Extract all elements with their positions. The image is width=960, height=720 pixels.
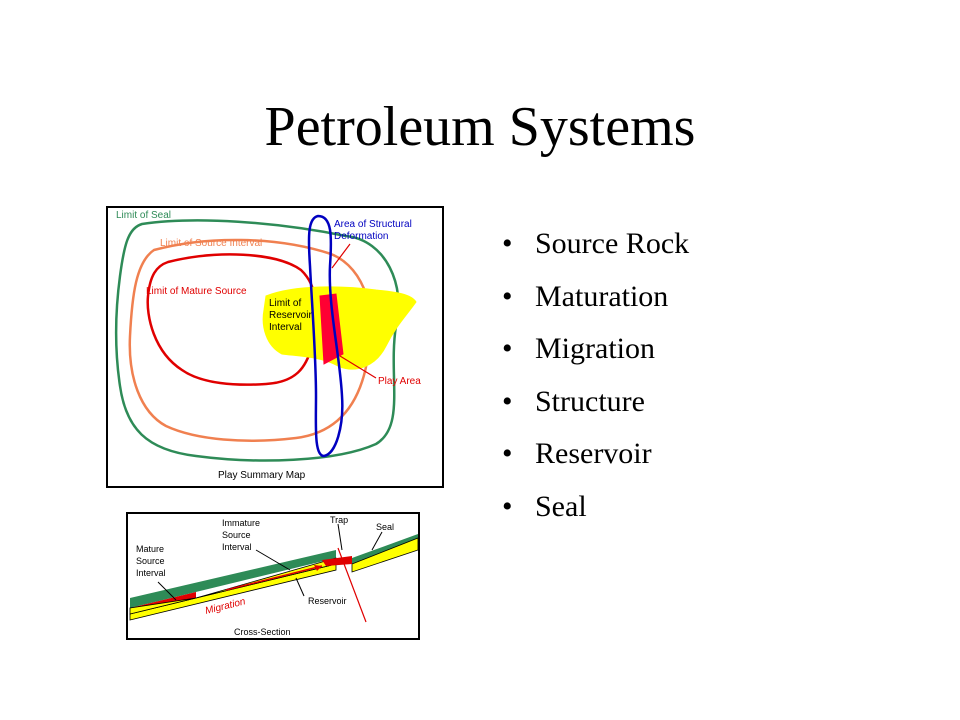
bullet-icon: • xyxy=(502,437,513,470)
bullet-item: • Source Rock xyxy=(500,218,689,271)
structure-leader-line xyxy=(331,243,351,269)
play-area-leader-line xyxy=(339,355,377,379)
bullet-text: Migration xyxy=(535,332,655,365)
mature-label-line3: Interval xyxy=(136,568,166,578)
bullet-item: • Reservoir xyxy=(500,428,689,481)
bullet-item: • Structure xyxy=(500,376,689,429)
reservoir-leader-line xyxy=(295,577,305,597)
bullet-text: Source Rock xyxy=(535,227,690,260)
limit-of-mature-source-label: Limit of Mature Source xyxy=(146,286,247,297)
mature-leader-line xyxy=(157,581,177,601)
bullet-item: • Maturation xyxy=(500,271,689,324)
migration-arrow xyxy=(225,565,323,591)
reservoir-label: Reservoir xyxy=(308,596,347,606)
structural-label-line1: Area of Structural xyxy=(334,219,412,230)
map-caption: Play Summary Map xyxy=(218,470,306,481)
cross-section-diagram: Immature Source Interval Trap Seal Matur… xyxy=(126,512,420,640)
bullet-item: • Seal xyxy=(500,481,689,534)
limit-of-source-interval-contour xyxy=(128,238,373,442)
play-summary-map: Limit of Seal Limit of Source Interval L… xyxy=(106,206,444,488)
immature-label-line1: Immature xyxy=(222,518,260,528)
immature-leader-line xyxy=(255,549,291,571)
seal-leader-line xyxy=(371,531,383,551)
bullet-text: Reservoir xyxy=(535,437,652,470)
limit-of-source-interval-label: Limit of Source Interval xyxy=(160,238,262,249)
fault-line xyxy=(337,547,367,623)
migration-arrowhead-icon xyxy=(314,565,322,571)
bullet-item: • Migration xyxy=(500,323,689,376)
play-area-label: Play Area xyxy=(378,376,421,387)
section-caption: Cross-Section xyxy=(234,627,291,637)
limit-of-mature-source-contour xyxy=(146,253,318,386)
bullet-text: Maturation xyxy=(535,279,669,313)
seal-layer xyxy=(130,550,336,608)
reservoir-label-line3: Interval xyxy=(269,322,302,333)
immature-label-line2: Source xyxy=(222,530,251,540)
mature-label-line2: Source xyxy=(136,556,165,566)
bullet-icon: • xyxy=(502,332,513,365)
bullet-icon: • xyxy=(502,279,513,313)
uplifted-block-seal xyxy=(352,534,418,564)
limit-of-seal-label: Limit of Seal xyxy=(116,210,171,221)
bullet-icon: • xyxy=(502,227,513,260)
seal-label: Seal xyxy=(376,522,394,532)
slide-title: Petroleum Systems xyxy=(264,96,696,158)
reservoir-label-line2: Reservoir xyxy=(269,310,312,321)
bullet-text: Seal xyxy=(535,489,587,523)
bullet-list: • Source Rock • Maturation • Migration • Str… xyxy=(500,218,689,533)
bullet-icon: • xyxy=(502,384,513,418)
structural-deformation-zone xyxy=(307,214,344,458)
immature-label-line3: Interval xyxy=(222,542,252,552)
limit-of-seal-contour xyxy=(114,219,400,462)
reservoir-label-line1: Limit of xyxy=(269,298,301,309)
bullet-icon: • xyxy=(502,489,513,523)
bullet-text: Structure xyxy=(535,384,645,418)
trap-label: Trap xyxy=(330,515,348,525)
structural-label-line2: Deformation xyxy=(334,231,388,242)
uplifted-block-reservoir xyxy=(351,537,419,573)
mature-label-line1: Mature xyxy=(136,544,164,554)
trap-leader-line xyxy=(337,523,343,551)
